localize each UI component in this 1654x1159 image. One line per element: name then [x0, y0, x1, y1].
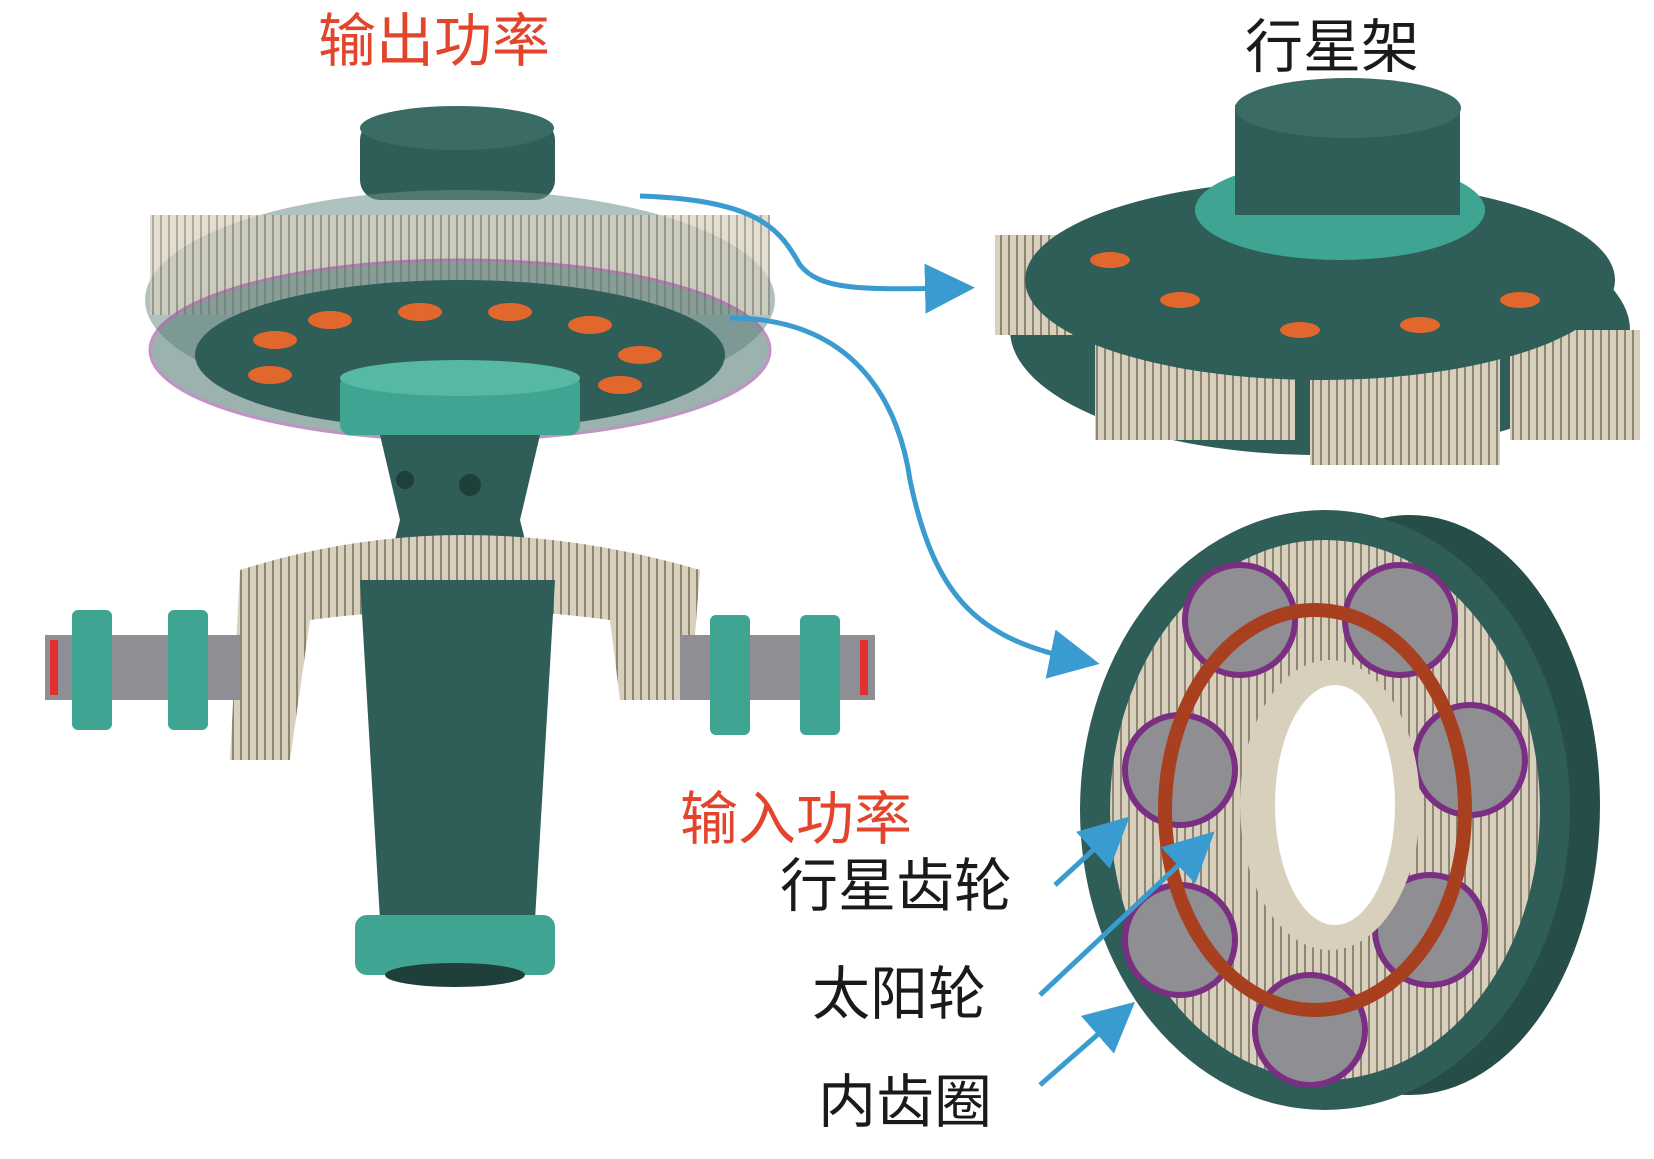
label-sun-gear: 太阳轮	[812, 960, 987, 1028]
arrow-to-ring	[729, 315, 1100, 679]
label-input-power: 输入功率	[680, 785, 913, 853]
label-output-power: 输出功率	[318, 7, 551, 75]
arrow-to-carrier	[639, 193, 975, 314]
arrows	[639, 193, 1215, 1087]
label-planet-gear: 行星齿轮	[780, 852, 1013, 920]
main-gearbox-assembly	[45, 106, 875, 987]
shaft-neck	[380, 435, 540, 560]
right-pinion-shaft	[680, 615, 875, 735]
label-ring-gear: 内齿圈	[818, 1068, 993, 1136]
arrow-ring-gear	[1038, 1001, 1136, 1087]
label-planet-carrier: 行星架	[1245, 13, 1420, 81]
input-shaft-cone	[360, 580, 555, 920]
planet-carrier-model	[995, 78, 1640, 465]
ring-gear-model	[1080, 510, 1600, 1110]
arrow-sun-gear	[1038, 831, 1215, 997]
left-pinion-shaft	[45, 610, 240, 730]
arrow-planet-gear	[1053, 816, 1130, 887]
bottom-flange	[355, 915, 555, 975]
bevel-gear	[230, 535, 700, 760]
